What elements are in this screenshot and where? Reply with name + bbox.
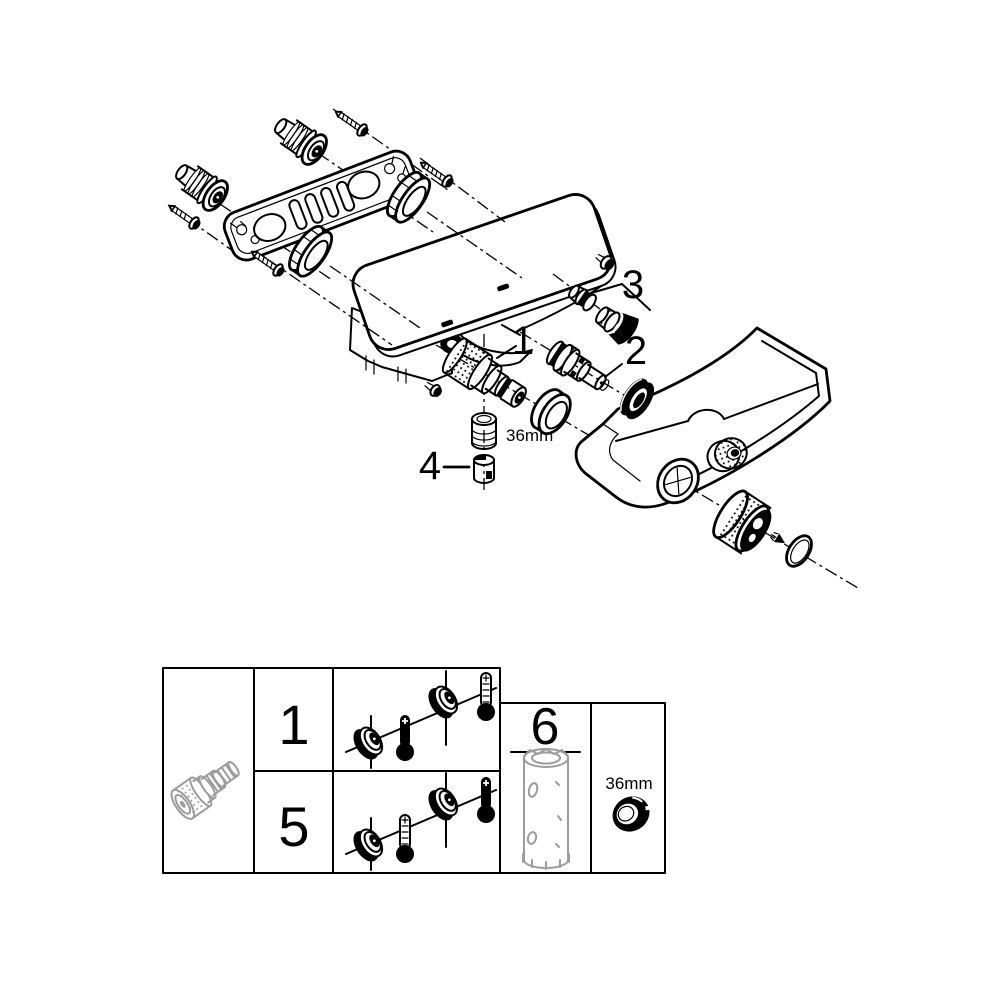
- callout-2-label: 2: [604, 329, 647, 378]
- set-screw: [770, 531, 786, 544]
- thermometer-cold-icon: [396, 814, 414, 863]
- socket-sleeve: [522, 748, 570, 870]
- row-label-1: 1: [278, 693, 309, 756]
- callout-3-label: 3: [587, 263, 651, 311]
- mounting-screw-2: [419, 161, 454, 188]
- valve-diagram-row1: [345, 670, 497, 769]
- union-fitting-top: [274, 118, 328, 166]
- union-fitting-left: [175, 164, 229, 212]
- wall-plate: [222, 149, 420, 262]
- svg-text:3: 3: [622, 263, 644, 307]
- knurled-wheel: [706, 437, 748, 473]
- thermometer-hot-icon: [396, 715, 414, 761]
- collar-nut-2: [288, 224, 334, 278]
- svg-text:4: 4: [419, 444, 441, 488]
- svg-text:2: 2: [625, 329, 647, 373]
- mounting-screw-3: [168, 204, 201, 230]
- ring-nut-36mm: [530, 388, 572, 436]
- thermometer-hot-icon: [477, 777, 495, 823]
- body-cover: [351, 193, 617, 358]
- collar-nut-1: [386, 170, 432, 224]
- body-screw-right: [595, 253, 615, 271]
- part3-check-valve: [595, 306, 639, 345]
- body-screw-left: [424, 381, 442, 397]
- cell-6-label: 6: [531, 698, 560, 756]
- thermometer-cold-icon: [477, 672, 495, 721]
- parts-table: 1 5: [162, 667, 666, 874]
- plug-large: [471, 412, 497, 450]
- ring-nut-cartridge2: [619, 378, 655, 420]
- callout-1-label: 1: [496, 319, 534, 363]
- table-ring-nut: [612, 796, 651, 832]
- table-36mm-label: 36mm: [605, 774, 652, 793]
- cell-6: 6: [510, 698, 581, 870]
- shelf-bracket: [574, 326, 832, 509]
- mounting-screw-4: [250, 250, 285, 277]
- control-knob: [712, 489, 772, 555]
- diverter-cartridge: [545, 340, 610, 391]
- svg-text:1: 1: [512, 319, 534, 363]
- thermostat-cartridge: [441, 337, 527, 408]
- cell-36mm: 36mm: [605, 774, 653, 832]
- table-cartridge-grey: [170, 761, 240, 820]
- row-label-5: 5: [278, 795, 309, 858]
- plug-small: [473, 454, 495, 484]
- mounting-screw-1: [334, 110, 369, 137]
- size-36mm-label: 36mm: [506, 426, 553, 445]
- end-cap: [785, 534, 813, 568]
- valve-diagram-row5: [345, 772, 497, 871]
- callout-4-label: 4: [419, 444, 471, 488]
